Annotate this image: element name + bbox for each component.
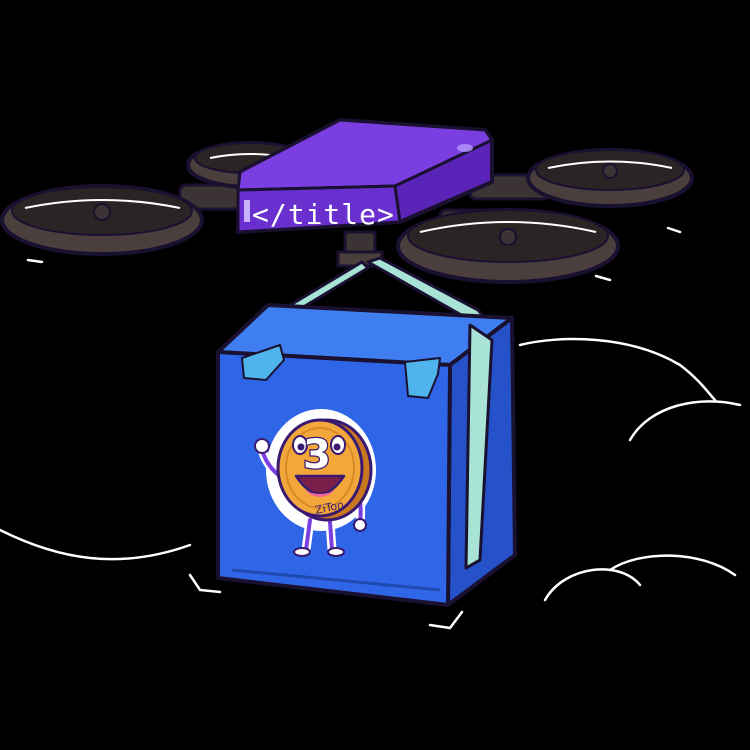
drone-label: </title>	[252, 198, 395, 231]
drone-body: </title>	[236, 118, 494, 234]
drone-hook	[336, 230, 384, 268]
coin-digit: 3	[303, 432, 331, 478]
coin-mascot-icon: 3 ZiTon	[254, 409, 376, 557]
cloud-outline-icon	[0, 337, 742, 602]
rotor-icon	[0, 184, 204, 256]
coin-name: ZiTon	[314, 498, 345, 517]
motion-marks-icon	[26, 226, 682, 630]
rotor-icon	[396, 208, 620, 284]
rotor-icon	[526, 148, 694, 208]
